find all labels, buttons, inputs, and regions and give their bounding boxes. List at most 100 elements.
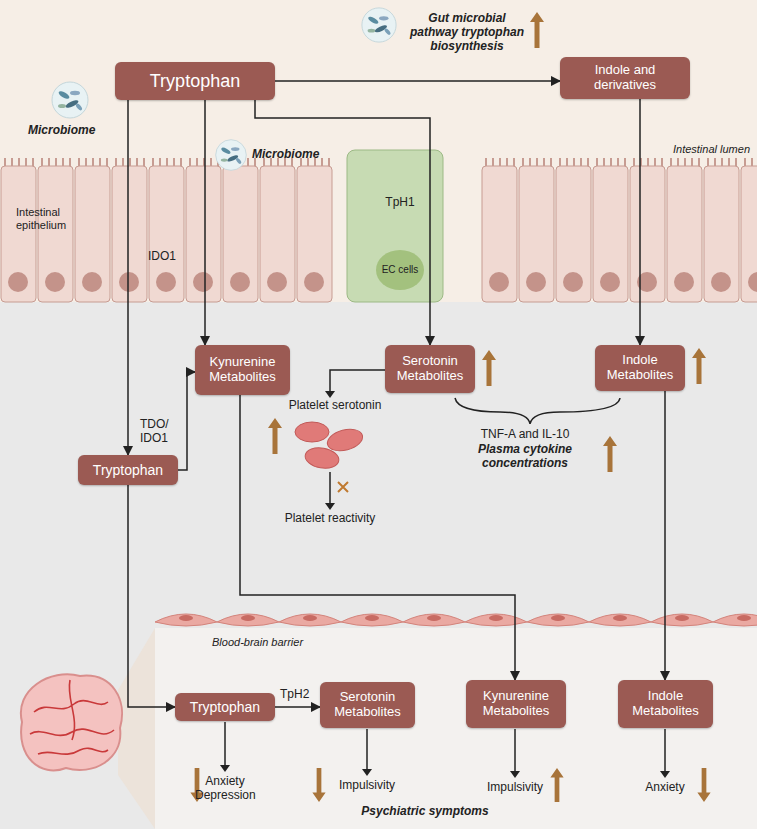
endothelial-cell (279, 614, 341, 626)
microvillus (661, 158, 663, 166)
epithelial-cell (38, 166, 73, 302)
epithelial-cell (112, 166, 147, 302)
microvillus (115, 158, 117, 166)
annotation-label: Psychiatric symptoms (345, 805, 505, 819)
cell-nucleus (230, 272, 250, 292)
box-text: Tryptophan (150, 71, 240, 92)
microvillus (596, 158, 598, 166)
microvillus (499, 158, 501, 166)
cell-nucleus (551, 615, 565, 621)
microvillus (106, 158, 108, 166)
microvillus (522, 158, 524, 166)
microvillus (4, 158, 6, 166)
microvillus (189, 158, 191, 166)
microvillus (624, 158, 626, 166)
microvillus (78, 158, 80, 166)
epithelial-cell (1, 166, 36, 302)
microvillus (735, 158, 737, 166)
epithelial-cell (593, 166, 628, 302)
endothelial-cell (465, 614, 527, 626)
microvillus (99, 158, 101, 166)
cell-nucleus (526, 272, 546, 292)
annotation-label: Intestinal epithelium (16, 206, 80, 231)
microvillus (677, 158, 679, 166)
cell-nucleus (674, 272, 694, 292)
pathway-arrow (275, 80, 560, 82)
microvillus (321, 158, 323, 166)
microvillus (485, 158, 487, 166)
microvillus (210, 158, 212, 166)
cell-nucleus (365, 615, 379, 621)
box-text: Indole and derivatives (565, 63, 685, 93)
epithelial-cell (149, 166, 184, 302)
microvillus (684, 158, 686, 166)
microvillus (173, 158, 175, 166)
microvillus (633, 158, 635, 166)
annotation-label: Plasma cytokine concentrations (450, 443, 600, 471)
epithelial-cell (519, 166, 554, 302)
microvillus (587, 158, 589, 166)
metabolite-box: Tryptophan (78, 455, 178, 485)
annotation-label: Blood-brain barrier (212, 636, 342, 649)
microvillus (573, 158, 575, 166)
cell-nucleus (737, 615, 751, 621)
epithelial-cell (223, 166, 258, 302)
cell-nucleus (489, 615, 503, 621)
cell-nucleus (304, 272, 324, 292)
pathway-arrow (664, 391, 666, 680)
microvillus (550, 158, 552, 166)
pathway-arrow (204, 100, 206, 345)
metabolite-box: Indole and derivatives (560, 57, 690, 99)
microvillus (196, 158, 198, 166)
cell-nucleus (675, 615, 689, 621)
annotation-label: Impulsivity (327, 779, 407, 793)
microvillus (580, 158, 582, 166)
epithelial-cell (741, 166, 757, 302)
microvillus (55, 158, 57, 166)
microvillus (543, 158, 545, 166)
microvillus (48, 158, 50, 166)
cell-nucleus (45, 272, 65, 292)
microvillus (714, 158, 716, 166)
endothelial-cell (155, 614, 217, 626)
annotation-label: Platelet reactivity (275, 512, 385, 526)
metabolite-box: Serotonin Metabolites (320, 682, 415, 728)
microvillus (728, 158, 730, 166)
endothelial-cell (341, 614, 403, 626)
microvillus (122, 158, 124, 166)
endothelial-cell (403, 614, 465, 626)
microvillus (566, 158, 568, 166)
microvillus (92, 158, 94, 166)
annotation-label: Intestinal lumen (650, 143, 750, 156)
microvillus (143, 158, 145, 166)
box-text: Serotonin Metabolites (325, 690, 410, 720)
epithelial-cell (556, 166, 591, 302)
cell-nucleus (427, 615, 441, 621)
pathway-arrow (127, 100, 129, 455)
microvillus (180, 158, 182, 166)
cell-nucleus (563, 272, 583, 292)
microvillus (529, 158, 531, 166)
microvillus (751, 158, 753, 166)
endothelial-cell (713, 614, 757, 626)
epithelial-cell (186, 166, 221, 302)
box-text: Indole Metabolites (600, 353, 680, 383)
epithelial-cell (667, 166, 702, 302)
endothelial-cell (217, 614, 279, 626)
endothelial-cell (527, 614, 589, 626)
microvillus (513, 158, 515, 166)
cell-nucleus (156, 272, 176, 292)
annotation-label: Impulsivity (475, 781, 555, 795)
microvillus (603, 158, 605, 166)
microvillus (707, 158, 709, 166)
annotation-label: Anxiety Depression (195, 775, 255, 803)
microvillus (744, 158, 746, 166)
annotation-label: Anxiety (630, 781, 700, 795)
metabolite-box: Indole Metabolites (595, 345, 685, 391)
microvillus (129, 158, 131, 166)
cell-nucleus (613, 615, 627, 621)
metabolite-box: Tryptophan (175, 693, 275, 721)
endothelial-cell (589, 614, 651, 626)
microvillus (654, 158, 656, 166)
cell-nucleus (711, 272, 731, 292)
